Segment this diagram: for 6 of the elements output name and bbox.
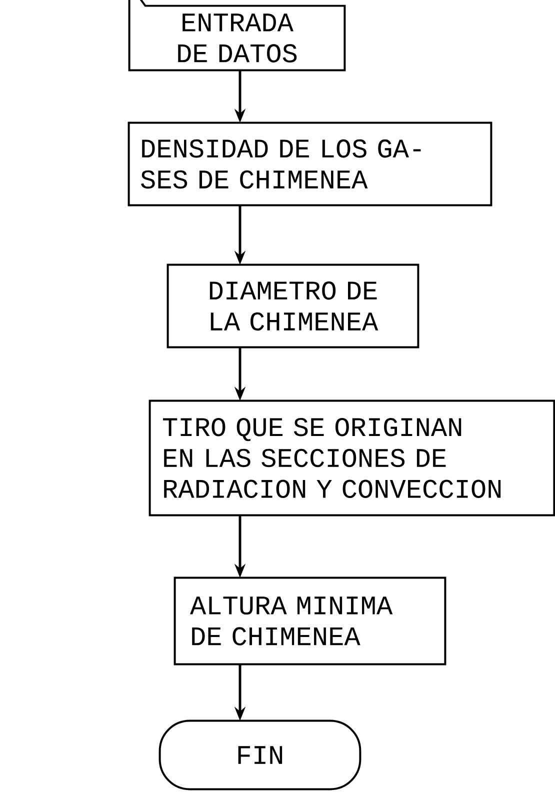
process-box: ALTURA MINIMA DE CHIMENEA <box>174 576 446 666</box>
process-box: TIRO QUE SE ORIGINAN EN LAS SECCIONES DE RADIACION Y CONVECCION <box>148 400 555 516</box>
process-box: DENSIDAD DE LOS GA- SES DE CHIMENEA <box>128 122 492 206</box>
process-box: DIAMETRO DE LA CHIMENEA <box>166 264 420 348</box>
terminal-box: FIN <box>158 720 362 790</box>
manual-input-box: ENTRADA DE DATOS <box>128 0 346 72</box>
